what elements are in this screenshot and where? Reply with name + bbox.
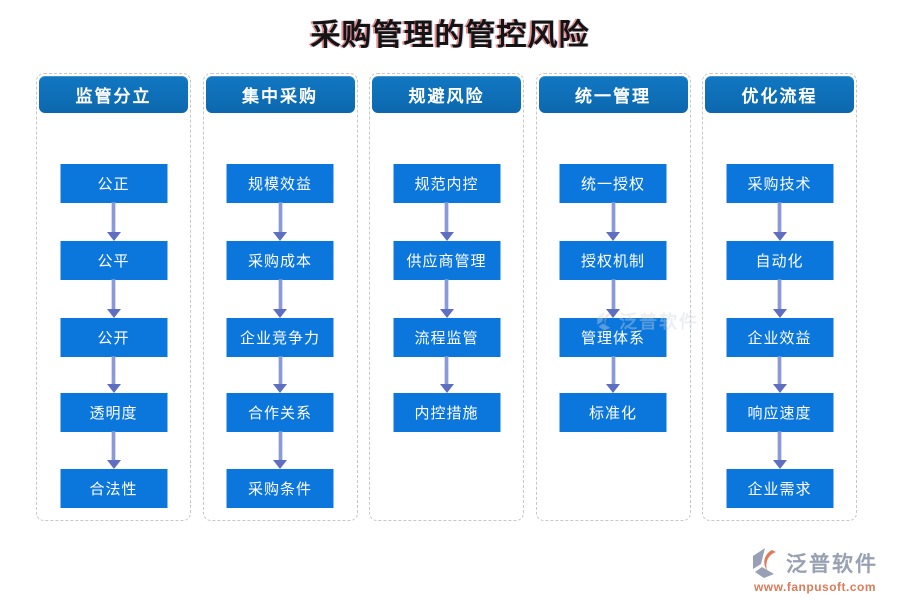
flow-node: 企业竞争力 [226, 318, 334, 357]
flow-node: 规范内控 [393, 164, 500, 203]
flow-node: 流程监管 [393, 318, 500, 357]
arrow-down-icon [106, 432, 121, 469]
arrow-down-icon [106, 280, 121, 318]
arrow-down-icon [273, 203, 287, 241]
arrow-down-icon [439, 357, 454, 393]
vendor-url-link[interactable]: www.fanpusoft.com [753, 580, 877, 594]
flow-node: 供应商管理 [393, 241, 500, 280]
arrow-down-icon [106, 357, 121, 393]
arrow-down-icon [772, 357, 787, 393]
column-centralized-procurement: 集中采购 规模效益 采购成本 企业竞争力 合作关系 采购条件 [202, 73, 358, 521]
flow-node: 企业效益 [726, 318, 833, 357]
flow-node: 采购技术 [726, 164, 833, 203]
flow-node: 采购条件 [226, 469, 334, 508]
flow-node: 企业需求 [726, 469, 833, 508]
flow-node: 透明度 [60, 393, 167, 432]
column-supervision-separation: 监管分立 公正 公平 公开 透明度 合法性 [36, 73, 191, 521]
fanpu-logo-icon [753, 548, 776, 578]
flowchart-board: 监管分立 公正 公平 公开 透明度 合法性 集中采购 规模效益 采购成本 企业竞… [36, 73, 857, 521]
vendor-name: 泛普软件 [786, 553, 878, 576]
vendor-logo[interactable]: 泛普软件 www.fanpusoft.com [740, 547, 890, 594]
flow-node: 统一授权 [559, 164, 667, 203]
column-header-process-optimization: 优化流程 [705, 76, 854, 113]
arrow-down-icon [273, 432, 287, 469]
arrow-down-icon [606, 357, 620, 393]
flow-node: 管理体系 [559, 318, 667, 357]
flow-node: 授权机制 [559, 241, 667, 280]
flow-node: 合法性 [60, 469, 167, 508]
column-header-supervision-separation: 监管分立 [39, 76, 188, 113]
arrow-down-icon [273, 357, 287, 393]
flow-node: 合作关系 [226, 393, 334, 432]
flow-node: 规模效益 [226, 164, 334, 203]
column-header-centralized-procurement: 集中采购 [205, 76, 355, 113]
arrow-down-icon [772, 280, 787, 318]
column-header-unified-management: 统一管理 [538, 76, 688, 113]
column-process-optimization: 优化流程 采购技术 自动化 企业效益 响应速度 企业需求 [702, 73, 857, 521]
flow-node: 标准化 [559, 393, 667, 432]
arrow-down-icon [106, 203, 121, 241]
column-header-risk-avoidance: 规避风险 [372, 76, 521, 113]
arrow-down-icon [772, 203, 787, 241]
page-title: 采购管理的管控风险 [310, 19, 590, 52]
arrow-down-icon [606, 280, 620, 318]
flow-node: 自动化 [726, 241, 833, 280]
flow-node: 公平 [60, 241, 167, 280]
flow-node: 公正 [60, 164, 167, 203]
arrow-down-icon [273, 280, 287, 318]
flow-node: 采购成本 [226, 241, 334, 280]
flow-node: 公开 [60, 318, 167, 357]
arrow-down-icon [606, 203, 620, 241]
arrow-down-icon [772, 432, 787, 469]
flow-node: 响应速度 [726, 393, 833, 432]
column-unified-management: 统一管理 统一授权 授权机制 管理体系 标准化 [535, 73, 691, 521]
column-risk-avoidance: 规避风险 规范内控 供应商管理 流程监管 内控措施 [369, 73, 524, 521]
arrow-down-icon [439, 280, 454, 318]
flow-node: 内控措施 [393, 393, 500, 432]
arrow-down-icon [439, 203, 454, 241]
